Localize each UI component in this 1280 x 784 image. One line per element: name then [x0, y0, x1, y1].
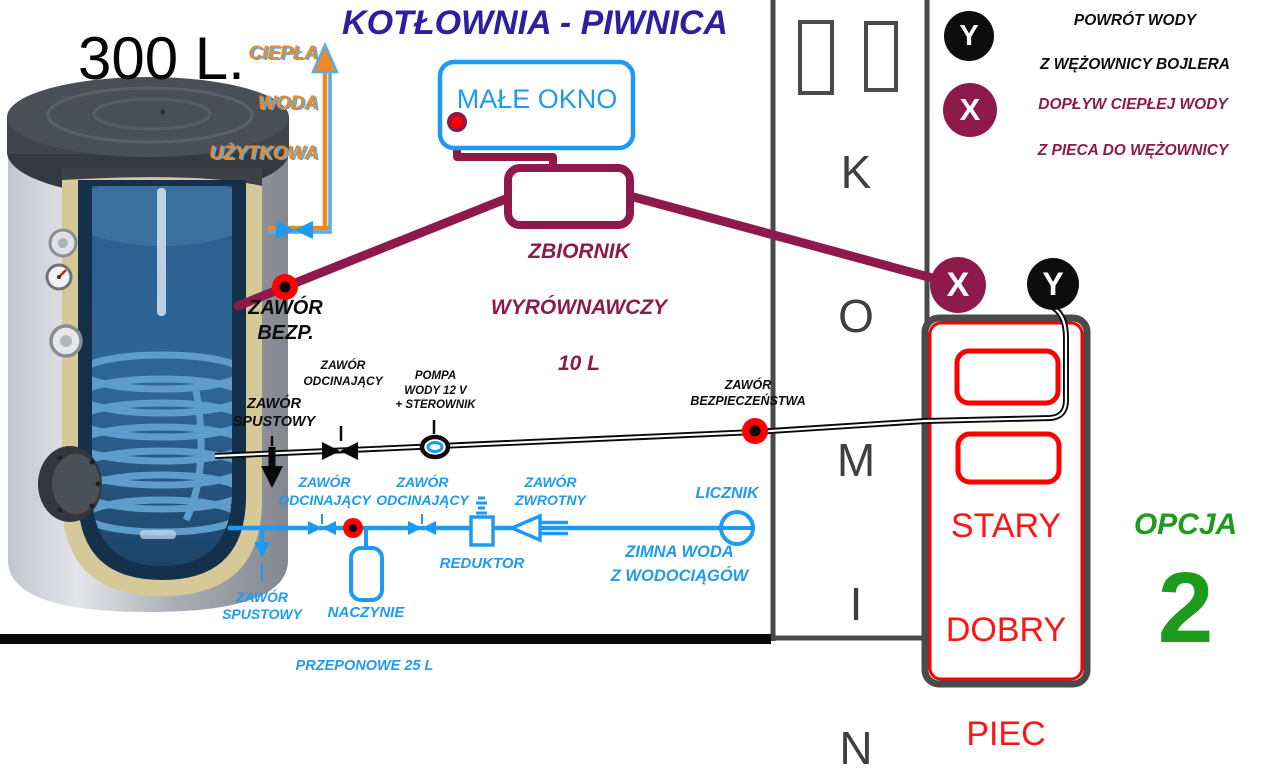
shutoff-valve-blue2-label: ZAWÓR ODCINAJĄCY: [376, 474, 469, 508]
shutoff-valve-blue1-label: ZAWÓR ODCINAJĄCY: [278, 474, 371, 508]
stove-line1: STARY: [950, 507, 1062, 545]
safety-valve-long-label: ZAWÓR BEZPIECZEŃSTWA: [690, 378, 806, 408]
floor-line: [0, 634, 771, 644]
shutoff-valve-blue1-icon: [308, 521, 336, 535]
chimney-vent-right: [864, 21, 898, 92]
chimney-letter-k: K: [840, 146, 872, 198]
drain-valve-black-label: ZAWÓR SPUSTOWY: [232, 396, 316, 430]
vessel-tap-dot-center: [349, 524, 357, 532]
drain-arrow-blue-icon: [254, 542, 270, 558]
meter-icon: [719, 510, 755, 546]
marker-x-legend-letter: X: [959, 92, 981, 127]
hot-water-arrowhead: [311, 41, 339, 74]
check-valve-icon: [507, 513, 568, 543]
expansion-tank-label: ZBIORNIK WYRÓWNAWCZY 10 L: [434, 238, 724, 378]
shutoff-valve-blue2-icon: [408, 521, 436, 535]
marker-y-legend-circle: [944, 11, 994, 61]
stove-door-lower: [955, 431, 1062, 485]
stove-line2: DOBRY: [945, 611, 1067, 649]
shutoff-valve-black-label: ZAWÓR ODCINAJĄCY: [303, 358, 383, 388]
meter-label: LICZNIK: [695, 485, 759, 502]
legend-x-text: DOPŁYW CIEPŁEJ WODY Z PIECA DO WĘŻOWNICY: [1008, 93, 1258, 162]
tank-fittings: [38, 228, 102, 522]
marker-y-circle: [1027, 258, 1079, 310]
window-box: [437, 59, 636, 151]
legend-x-line2: Z PIECA DO WĘŻOWNICY: [1037, 142, 1229, 159]
drain-valve-blue-label: ZAWÓR SPUSTOWY: [222, 589, 302, 622]
chimney-letter-m: M: [836, 434, 876, 486]
chimney-letter-n: N: [839, 722, 873, 774]
legend-x-line1: DOPŁYW CIEPŁEJ WODY: [1038, 96, 1228, 113]
expansion-vessel-icon: [349, 546, 384, 602]
expansion-tank-line3: 10 L: [557, 352, 601, 375]
cold-water-label: ZIMNA WODA Z WODOCIĄGÓW: [610, 543, 749, 585]
reducer-label: REDUKTOR: [439, 555, 525, 572]
legend-y-line1: POWRÓT WODY: [1073, 12, 1197, 29]
expansion-tank-line2: WYRÓWNAWCZY: [490, 296, 668, 319]
marker-x-circle: [930, 257, 986, 313]
hot-water-line3: UŻYTKOWA: [209, 143, 318, 164]
stove-box: [921, 314, 1091, 688]
hot-water-line1: CIEPŁA: [248, 43, 318, 64]
hot-water-label: CIEPŁA WODA UŻYTKOWA: [198, 41, 318, 166]
window-valve-dot: [447, 112, 467, 132]
safety-valve-short-icon: [272, 274, 298, 300]
flow-arrow-right: [276, 221, 295, 239]
pump-icon: [419, 420, 451, 460]
safety-valve-short-label: ZAWÓR BEZP.: [248, 297, 323, 344]
stove-line3: PIEC: [966, 715, 1046, 753]
check-valve-label: ZAWÓR ZWROTNY: [515, 474, 586, 508]
expansion-tank-box: [504, 164, 634, 229]
chimney-letter-i: I: [849, 578, 863, 630]
legend-y-line2: Z WĘŻOWNICY BOJLERA: [1039, 56, 1231, 73]
chimney-label: K O M I N: [830, 136, 882, 784]
safety-valve-long-icon: [742, 418, 768, 444]
marker-y-legend-letter: Y: [959, 19, 979, 52]
option-label: OPCJA: [1133, 508, 1238, 541]
expansion-tank-line1: ZBIORNIK: [528, 240, 630, 263]
marker-x-letter: X: [946, 265, 970, 304]
diagram-graphics: [0, 0, 1091, 688]
stove-label: STARY DOBRY PIEC: [928, 500, 1084, 760]
chimney-vent-left: [798, 20, 834, 95]
boiler-tank-illustration: [7, 77, 289, 612]
page-title: KOTŁOWNIA - PIWNICA: [342, 4, 728, 42]
stove-door-upper: [954, 348, 1061, 406]
drain-arrow-black-icon: [261, 436, 283, 488]
option-number: 2: [1157, 552, 1214, 664]
vessel-sub-label: PRZEPONOWE 25 L: [295, 658, 434, 674]
hot-water-line2: WODA: [257, 93, 318, 114]
pump-label: POMPA WODY 12 V + STEROWNIK: [395, 370, 476, 411]
shutoff-valve-black-icon: [322, 426, 358, 460]
legend-y-text: POWRÓT WODY Z WĘŻOWNICY BOJLERA: [1015, 10, 1255, 76]
window-label: MAŁE OKNO: [456, 84, 618, 114]
marker-x-legend-circle: [943, 83, 997, 137]
flow-arrow-left: [294, 221, 313, 239]
hot-water-outlet-pipe: [268, 41, 339, 239]
diagram-stage: KOTŁOWNIA - PIWNICA 300 L. CIEPŁA WODA U…: [0, 0, 1258, 774]
marker-y-letter: Y: [1042, 265, 1064, 302]
vessel-label: NACZYNIE: [327, 604, 405, 621]
return-pipe-black: [214, 305, 1069, 459]
chimney-letter-o: O: [838, 290, 874, 342]
reducer-icon: [469, 496, 495, 547]
boiler-capacity: 300 L.: [78, 25, 245, 92]
